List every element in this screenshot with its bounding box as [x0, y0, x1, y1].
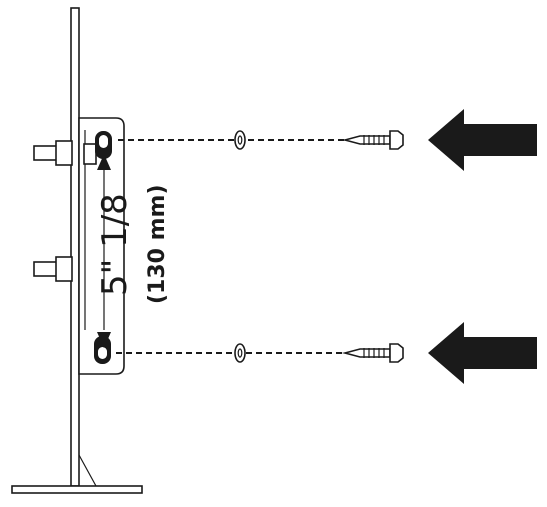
lower-slot-hole [94, 336, 111, 364]
screw-icon [341, 130, 404, 150]
lower-bolt [33, 256, 73, 282]
dimension-metric-label: (130 mm) [145, 184, 170, 304]
upper-slot-hole [95, 131, 112, 159]
stand-base [11, 485, 143, 494]
arrow-left-icon [428, 322, 537, 384]
washer-icon [234, 343, 246, 363]
upper-bolt [33, 140, 97, 166]
arrow-left-icon [428, 109, 537, 171]
screw-icon [341, 343, 404, 363]
dimension-imperial-label: 5" 1/8 [95, 193, 135, 296]
dimension-line [97, 154, 111, 348]
washer-icon [234, 130, 246, 150]
